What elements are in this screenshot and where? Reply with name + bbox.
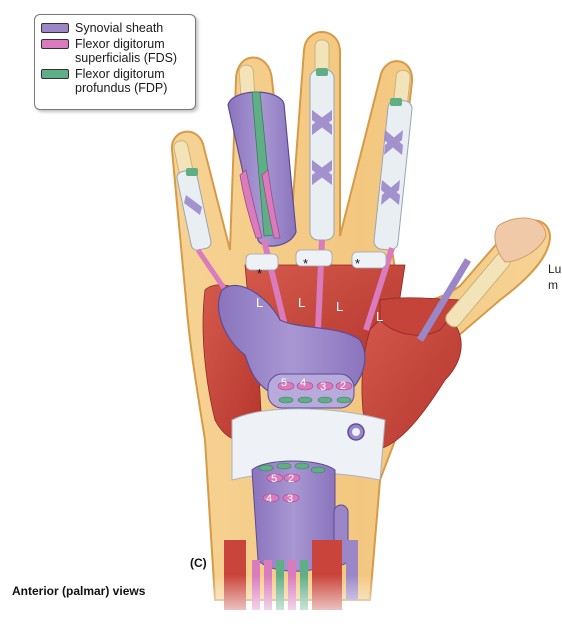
lumbrical-label-1: L — [256, 295, 263, 310]
legend-label-synovial-sheath: Synovial sheath — [75, 21, 164, 35]
palm-tendon-crosssection — [267, 373, 355, 409]
fds-upper-4: 4 — [300, 377, 306, 389]
figure-caption: Anterior (palmar) views — [12, 584, 146, 598]
asterisk-1: * — [257, 266, 262, 281]
legend-item-synovial-sheath: Synovial sheath — [41, 21, 189, 35]
legend-swatch-fdp — [41, 69, 69, 79]
fds-lower-2: 2 — [288, 473, 294, 485]
legend-item-fdp: Flexor digitorum profundus (FDP) — [41, 67, 189, 95]
legend-swatch-synovial-sheath — [41, 23, 69, 33]
fds-upper-2: 2 — [340, 380, 346, 392]
opened-synovial-sheath — [227, 91, 297, 247]
legend-item-fds: Flexor digitorum superficialis (FDS) — [41, 37, 189, 65]
ulnar-bursa — [217, 284, 366, 396]
fds-upper-5: 5 — [281, 377, 287, 389]
fds-lower-4: 4 — [266, 493, 272, 505]
cropped-label-line-2: m — [548, 278, 558, 292]
lumbrical-label-2: L — [298, 295, 305, 310]
asterisk-2: * — [303, 256, 308, 271]
asterisk-3: * — [355, 256, 360, 271]
palmar-plates — [245, 249, 387, 271]
lumbrical-label-3: L — [336, 299, 343, 314]
legend-label-fds: Flexor digitorum superficialis (FDS) — [75, 37, 178, 65]
legend: Synovial sheath Flexor digitorum superfi… — [34, 14, 196, 110]
fds-upper-3: 3 — [320, 381, 326, 393]
panel-label: (C) — [190, 556, 207, 570]
legend-swatch-fds — [41, 39, 69, 49]
digital-sheaths — [176, 68, 413, 251]
lumbrical-label-4: L — [376, 309, 383, 324]
legend-label-fdp: Flexor digitorum profundus (FDP) — [75, 67, 168, 95]
fds-lower-5: 5 — [271, 473, 277, 485]
cropped-label-line-1: Lu — [548, 262, 562, 276]
fds-lower-3: 3 — [287, 493, 293, 505]
